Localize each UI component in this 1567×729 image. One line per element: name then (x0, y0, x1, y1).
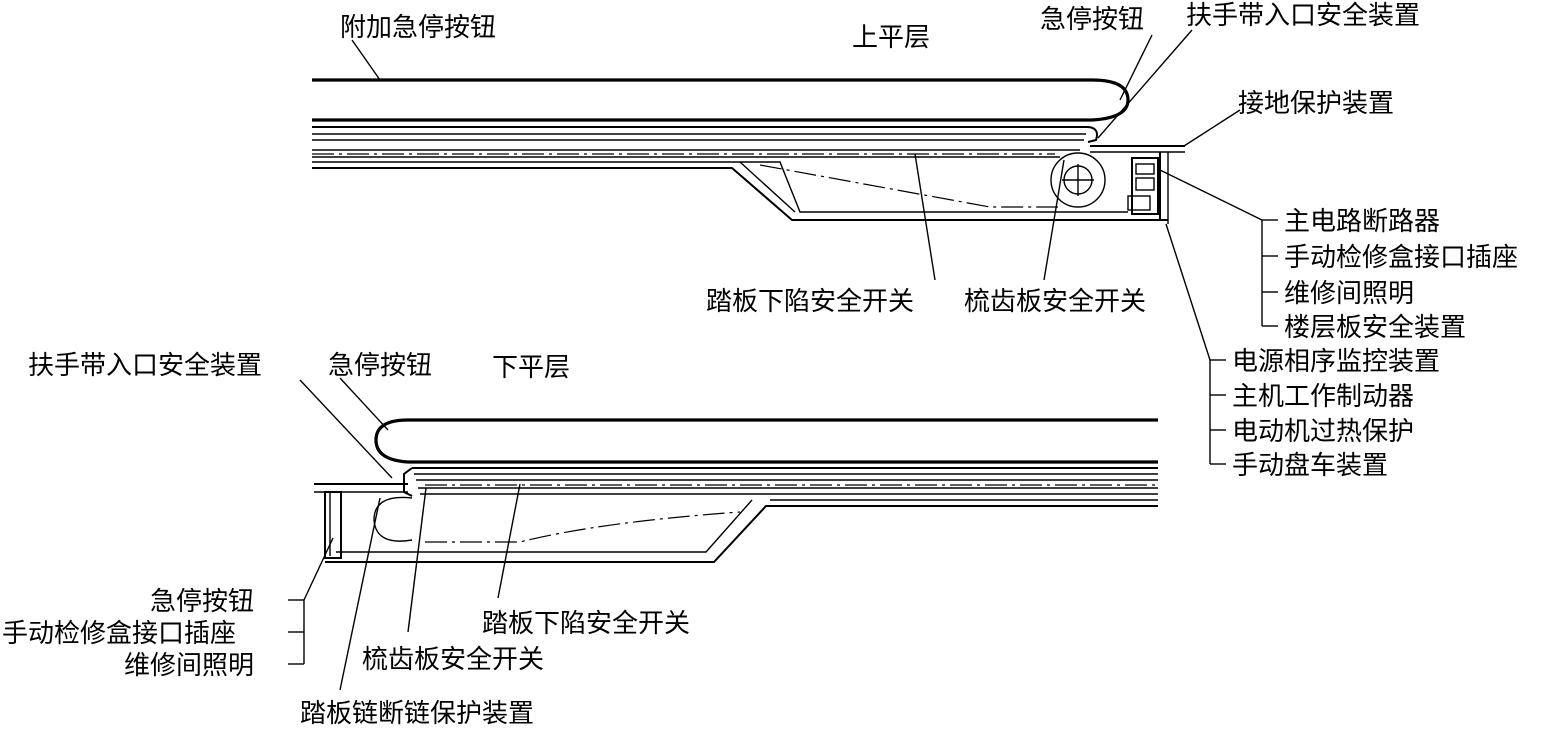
label-upper-manual-socket: 手动检修盒接口插座 (1284, 243, 1518, 273)
upper-landing (312, 78, 1185, 224)
label-manual-crank: 手动盘车装置 (1232, 451, 1388, 481)
upper-truss-bottom-inner (740, 161, 1128, 213)
text-labels: 附加急停按钮 上平层 急停按钮 扶手带入口安全装置 接地保护装置 主电路断路器 … (2, 1, 1518, 729)
label-upper-floor-plate: 楼层板安全装置 (1284, 313, 1466, 343)
label-upper-handrail-guard: 扶手带入口安全装置 (1186, 1, 1420, 31)
upper-control-module (1135, 177, 1155, 191)
leader-upper-estop (1119, 34, 1153, 101)
label-upper-main-breaker: 主电路断路器 (1284, 207, 1440, 237)
label-lower-estop: 急停按钮 (328, 351, 432, 381)
leader-upper-comb-switch (1043, 159, 1065, 281)
label-motor-overheat: 电动机过热保护 (1232, 417, 1414, 447)
label-upper-extra-estop: 附加急停按钮 (340, 13, 496, 43)
leader-upper-extra-estop (351, 39, 381, 81)
upper-newel-end (1087, 126, 1098, 143)
leader-upper-handrail-guard (1097, 29, 1193, 139)
upper-control-module (1127, 195, 1151, 211)
leader-upper-group (1159, 169, 1263, 221)
leader-drive-group (1165, 223, 1211, 361)
label-lower-handrail-guard: 扶手带入口安全装置 (28, 351, 262, 381)
upper-return-centerline (759, 164, 1058, 208)
leader-lower-handrail-guard (299, 379, 393, 479)
label-upper-level: 上平层 (852, 23, 930, 53)
lower-return-centerline (425, 511, 741, 543)
label-upper-step-sag: 踏板下陷安全开关 (706, 287, 914, 317)
label-lower-manual-socket: 手动检修盒接口插座 (2, 619, 236, 649)
lower-leaders (288, 377, 521, 691)
leader-lower-step-sag (497, 483, 521, 599)
lower-handrail (374, 418, 1158, 464)
upper-control-module (1135, 163, 1155, 175)
leader-lower-chain-break (339, 497, 381, 691)
upper-handrail (312, 78, 1130, 122)
lower-truss-bottom (325, 505, 1158, 563)
leader-lower-box (303, 537, 334, 601)
leader-lower-comb-switch (407, 487, 427, 633)
label-upper-maintenance-light: 维修间照明 (1284, 279, 1414, 309)
upper-control-box (1131, 157, 1159, 215)
label-upper-estop: 急停按钮 (1040, 5, 1144, 35)
label-main-brake: 主机工作制动器 (1232, 382, 1414, 412)
label-lower-step-sag: 踏板下陷安全开关 (482, 609, 690, 639)
label-upper-grounding: 接地保护装置 (1238, 89, 1394, 119)
lower-truss-bottom-inner (336, 499, 753, 553)
lower-sprocket (373, 496, 413, 542)
upper-step-return (739, 161, 796, 213)
label-lower-maintenance-light: 维修间照明 (124, 651, 254, 681)
lower-pit-box (324, 491, 342, 559)
label-lower-box-estop: 急停按钮 (150, 587, 254, 617)
upper-leaders (351, 29, 1278, 465)
label-lower-chain-break: 踏板链断链保护装置 (300, 699, 534, 729)
label-lower-level: 下平层 (492, 353, 570, 383)
label-upper-comb-switch: 梳齿板安全开关 (964, 287, 1146, 317)
leader-upper-grounding (1183, 109, 1241, 147)
upper-truss-bottom (312, 167, 1168, 221)
lower-landing (314, 418, 1158, 563)
leader-upper-step-sag (914, 153, 936, 281)
upper-sprocket-outer (1050, 152, 1106, 208)
leader-lower-estop (339, 377, 389, 431)
label-lower-comb-switch: 梳齿板安全开关 (362, 645, 544, 675)
label-phase-monitor: 电源相序监控装置 (1232, 347, 1440, 377)
